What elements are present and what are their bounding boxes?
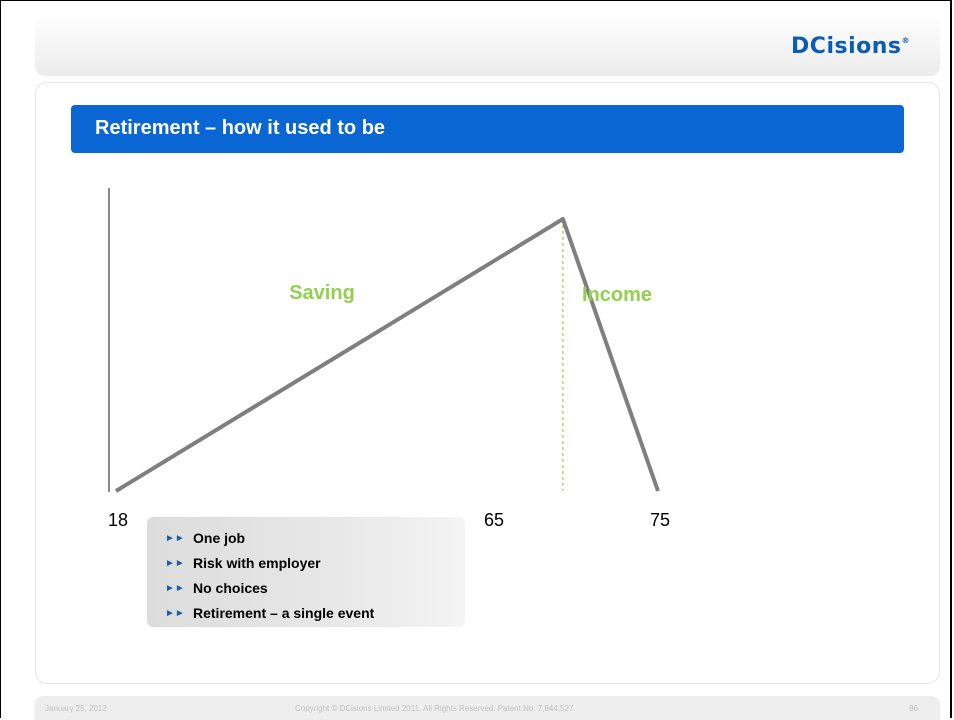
footer-band: January 25, 2012 Copyright © DCisions Li…: [35, 696, 940, 720]
header-band: DCisions®: [35, 14, 940, 76]
income-annotation: Income: [582, 284, 652, 306]
double-arrow-bullet-icon: ►►: [165, 583, 185, 594]
bullet-item: ►►Retirement – a single event: [165, 601, 374, 626]
saving-annotation: Saving: [289, 282, 355, 304]
double-arrow-bullet-icon: ►►: [165, 608, 185, 619]
wealth-line: [114, 217, 660, 493]
footer-date: January 25, 2012: [45, 704, 107, 713]
title-bar: Retirement – how it used to be: [71, 105, 904, 153]
bullet-item: ►►No choices: [165, 576, 374, 601]
double-arrow-bullet-icon: ►►: [165, 533, 185, 544]
x-tick-label-75: 75: [650, 510, 670, 530]
footer-copyright: Copyright © DCisions Limited 2011, All R…: [295, 704, 576, 713]
footer-page-number: 96: [909, 704, 918, 713]
dcisions-logo: DCisions®: [791, 34, 910, 59]
bullets-box: ►►One job ►►Risk with employer ►►No choi…: [147, 517, 465, 627]
bullet-item: ►►One job: [165, 526, 374, 551]
slide-title: Retirement – how it used to be: [95, 117, 386, 139]
double-arrow-bullet-icon: ►►: [165, 558, 185, 569]
x-tick-label-18: 18: [108, 510, 128, 530]
x-tick-label-65: 65: [484, 510, 504, 530]
bullet-list: ►►One job ►►Risk with employer ►►No choi…: [165, 526, 374, 626]
bullet-item: ►►Risk with employer: [165, 551, 374, 576]
